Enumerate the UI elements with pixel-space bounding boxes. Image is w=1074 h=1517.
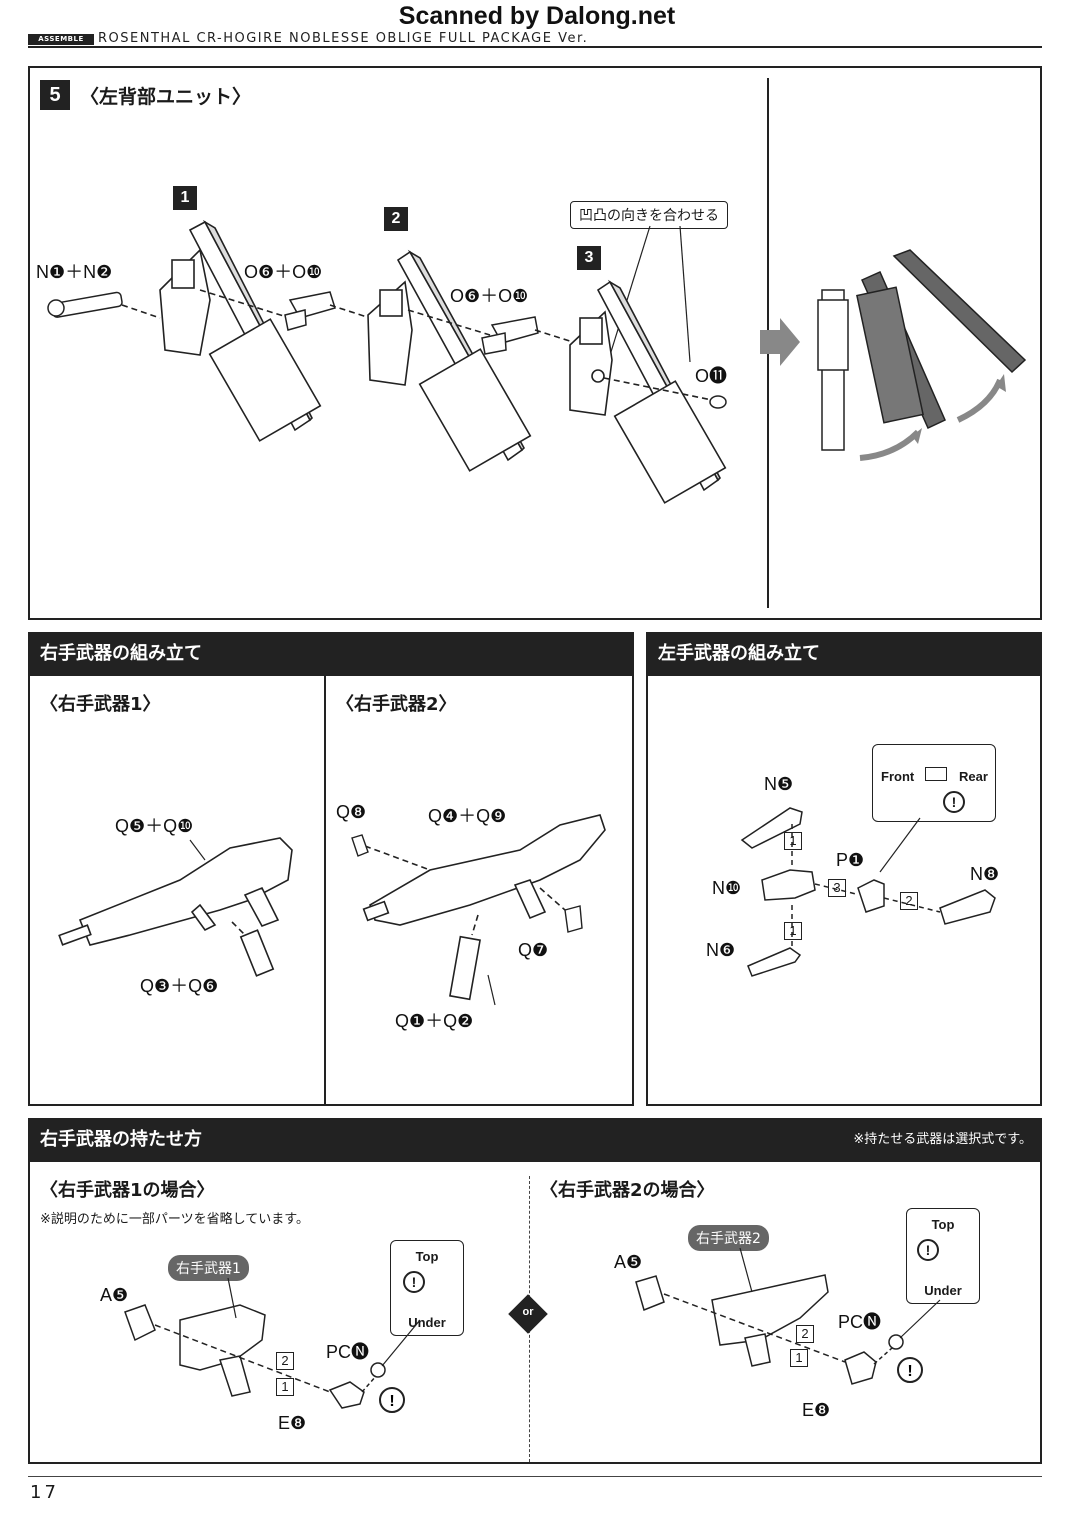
footer-rule xyxy=(28,1476,1042,1477)
case1-warning-icon: ! xyxy=(403,1271,425,1293)
part-label-q1-q2: Q❶＋Q❷ xyxy=(395,1011,474,1031)
right-weapon-divider xyxy=(324,676,326,1106)
front-rear-info-box: Front Rear ! xyxy=(872,744,996,822)
part-label-o6-o10-b: O❻＋O❿ xyxy=(450,286,529,306)
step-title: 〈左背部ユニット〉 xyxy=(80,86,252,108)
case1-order-1: 1 xyxy=(276,1378,294,1396)
case2-warning-icon: ! xyxy=(917,1239,939,1261)
alignment-callout: 凹凸の向きを合わせる xyxy=(570,201,728,229)
case2-weapon-pill: 右手武器2 xyxy=(688,1225,769,1251)
hold-illustration: ! ! xyxy=(124,1247,941,1413)
left-weapon-section-bar: 左手武器の組み立て xyxy=(646,632,1042,676)
right-weapon-section-bar: 右手武器の組み立て xyxy=(28,632,634,676)
case1-title: 〈右手武器1の場合〉 xyxy=(40,1180,215,1201)
case2-top-under-box: Top ! Under xyxy=(906,1208,980,1304)
order-box-1-top: 1 xyxy=(784,832,802,850)
case2-title: 〈右手武器2の場合〉 xyxy=(540,1180,715,1201)
step-number: 5 xyxy=(40,80,70,110)
case2-order-2: 2 xyxy=(796,1325,814,1343)
rear-label: Rear xyxy=(959,769,988,784)
weapon1-title: 〈右手武器1〉 xyxy=(40,694,161,715)
part-label-q7: Q❼ xyxy=(518,940,549,960)
case2-part-a5: A❺ xyxy=(614,1252,643,1272)
part-label-n8: N❽ xyxy=(970,864,1000,884)
case2-under-label: Under xyxy=(924,1283,962,1298)
header-title: ROSENTHAL CR-HOGIRE NOBLESSE OBLIGE FULL… xyxy=(98,31,589,46)
step5-panel xyxy=(28,66,1042,620)
part-icon xyxy=(925,767,947,781)
case1-part-pcn: PC🅝 xyxy=(326,1342,370,1362)
case2-top-label: Top xyxy=(931,1217,955,1232)
front-label: Front xyxy=(881,769,915,784)
case2-part-e8: E❽ xyxy=(802,1400,831,1420)
page-number: 17 xyxy=(30,1482,59,1503)
case2-order-1: 1 xyxy=(790,1349,808,1367)
part-label-n10: N❿ xyxy=(712,878,742,898)
part-label-n6: N❻ xyxy=(706,940,736,960)
substep-badge-3: 3 xyxy=(577,246,601,270)
assemble-tag: ASSEMBLE xyxy=(28,34,94,45)
case1-part-e8: E❽ xyxy=(278,1413,307,1433)
case1-exclaim-icon: ! xyxy=(389,1393,394,1410)
substep-badge-1: 1 xyxy=(173,186,197,210)
step5-illustration xyxy=(47,219,1027,504)
part-label-o6-o10-a: O❻＋O❿ xyxy=(244,262,323,282)
case1-part-a5: A❺ xyxy=(100,1285,129,1305)
hold-section-bar: 右手武器の持たせ方 ※持たせる武器は選択式です。 xyxy=(28,1118,1042,1162)
part-label-q3-q6: Q❸＋Q❻ xyxy=(140,976,219,996)
case1-top-under-box: Top ! Under xyxy=(390,1240,464,1336)
substep-badge-2: 2 xyxy=(384,207,408,231)
hold-section-note: ※持たせる武器は選択式です。 xyxy=(853,1132,1032,1147)
or-label: or xyxy=(522,1306,534,1318)
part-label-q5-q10: Q❺＋Q❿ xyxy=(115,816,194,836)
part-label-q8: Q❽ xyxy=(336,802,367,822)
order-box-1-bottom: 1 xyxy=(784,922,802,940)
part-label-n1-n2: N❶＋N❷ xyxy=(36,262,113,282)
hold-section-title: 右手武器の持たせ方 xyxy=(40,1129,202,1150)
order-box-3: 3 xyxy=(828,879,846,897)
watermark: Scanned by Dalong.net xyxy=(398,2,676,30)
case2-part-pcn: PC🅝 xyxy=(838,1312,882,1332)
case1-order-2: 2 xyxy=(276,1352,294,1370)
case1-under-label: Under xyxy=(408,1315,446,1330)
right-weapon-illustration xyxy=(58,814,606,1006)
part-label-o11: O⓫ xyxy=(695,366,728,386)
part-label-p1: P❶ xyxy=(836,850,865,870)
part-label-q4-q9: Q❹＋Q❾ xyxy=(428,806,507,826)
case1-note: ※説明のために一部パーツを省略しています。 xyxy=(40,1212,309,1227)
weapon2-title: 〈右手武器2〉 xyxy=(336,694,457,715)
case2-exclaim-icon: ! xyxy=(907,1363,912,1380)
case1-weapon-pill: 右手武器1 xyxy=(168,1255,249,1281)
case1-top-label: Top xyxy=(415,1249,439,1264)
part-label-n5: N❺ xyxy=(764,774,794,794)
warning-icon: ! xyxy=(943,791,965,813)
left-weapon-illustration xyxy=(740,807,996,977)
header-rule xyxy=(28,46,1042,48)
